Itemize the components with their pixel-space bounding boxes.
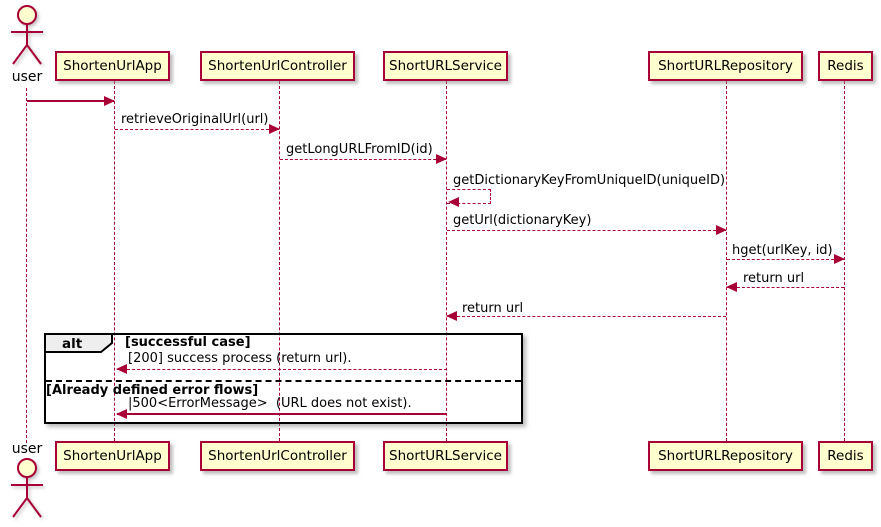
message-arrow-500-error [116,409,447,419]
actor-user-icon [11,5,43,65]
actor-user-label-bottom: user [11,441,43,457]
actor-user-label-top: user [11,69,43,85]
alt-guard-error-flows: [Already defined error flows] [46,383,259,398]
message-label-hget: hget(urlKey, id) [732,243,833,258]
lifeline-shorturlservice [446,81,447,441]
alt-pentagon-icon [44,333,113,353]
message-arrow-return-url-redis [726,282,844,292]
alt-section-divider [46,380,521,382]
message-label-return-url-repo: return url [462,301,524,316]
message-label-return-url-redis: return url [743,271,805,286]
arrowhead-icon [116,364,127,374]
arrowhead-icon [104,96,115,106]
arrowhead-icon [716,225,727,235]
lifeline-shortenurlcontroller [279,81,280,441]
participant-redis-top: Redis [818,51,873,81]
message-label-getlongurlfromid: getLongURLFromID(id) [286,142,433,157]
actor-user-icon [11,458,43,518]
participant-shortenurlcontroller-top: ShortenUrlController [200,51,355,81]
participant-shortenurlapp-top: ShortenUrlApp [55,51,170,81]
participant-redis-bottom: Redis [818,441,873,471]
alt-keyword: alt [62,336,83,352]
message-arrow-200-success [116,364,447,374]
arrowhead-icon [446,311,457,321]
arrowhead-icon [436,154,447,164]
lifeline-shortenurlapp [114,81,115,441]
message-arrow-geturl [447,225,727,235]
arrowhead-icon [726,282,737,292]
lifeline-shorturlrepository [726,81,727,441]
arrowhead-icon [834,254,845,264]
message-arrow-hget [727,254,845,264]
self-message-loop [447,189,491,204]
participant-shorturlservice-top: ShortURLService [383,51,508,81]
participant-shorturlrepository-top: ShortURLRepository [648,51,803,81]
message-arrow-getlongurlfromid [280,154,447,164]
lifeline-user [26,88,27,443]
message-label-200-success: [200] success process (return url). [128,351,352,366]
message-label-retrieveoriginalurl: retrieveOriginalUrl(url) [121,112,269,127]
participant-shortenurlcontroller-bottom: ShortenUrlController [200,441,355,471]
arrowhead-icon [116,409,127,419]
message-arrow-retrieveoriginalurl [115,124,280,134]
alt-guard-successful-case: [successful case] [125,335,251,350]
arrowhead-icon [448,197,459,207]
message-label-500-error: |500<ErrorMessage> (URL does not exist). [128,396,412,411]
participant-shortenurlapp-bottom: ShortenUrlApp [55,441,170,471]
participant-shorturlservice-bottom: ShortURLService [383,441,508,471]
alt-fragment-frame: alt [successful case] [Already defined e… [44,333,523,424]
message-arrow-return-url-repo [446,311,726,321]
message-label-geturl: getUrl(dictionaryKey) [453,213,592,228]
message-arrow-user-to-app [27,96,115,106]
message-label-getdictionarykey: getDictionaryKeyFromUniqueID(uniqueID) [453,173,726,188]
arrowhead-icon [269,124,280,134]
participant-shorturlrepository-bottom: ShortURLRepository [648,441,803,471]
